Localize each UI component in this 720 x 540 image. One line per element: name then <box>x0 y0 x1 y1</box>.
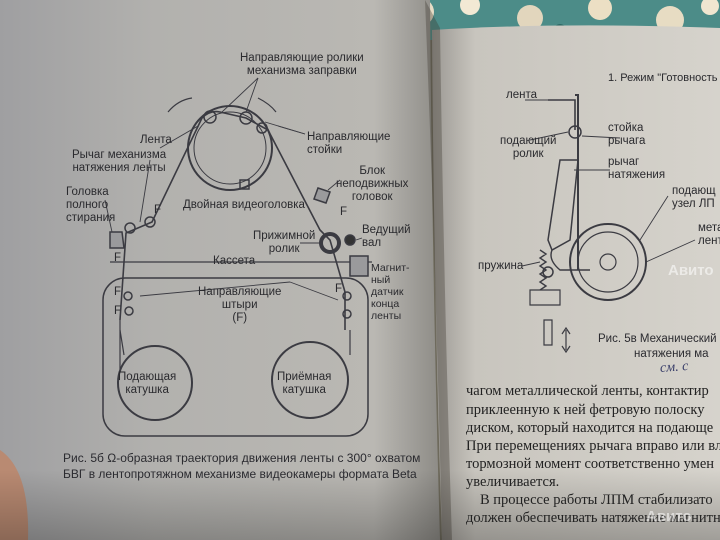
label-metal-tape: мета ленты <box>698 222 720 247</box>
label-supply-reel: Подающая катушка <box>118 371 177 396</box>
body-line: В процессе работы ЛПМ стабилизато <box>480 492 713 508</box>
label-capstan: Ведущий вал <box>362 224 411 249</box>
diagram-5v <box>521 94 696 354</box>
label-tape-left: Лента <box>140 134 172 146</box>
right-header: 1. Режим "Готовность к <box>608 72 720 84</box>
caption-5v-line1: Рис. 5в Механический <box>598 333 717 345</box>
body-line: диском, который находится на подающе <box>466 420 714 436</box>
caption-5v-line2: натяжения ма <box>634 348 709 360</box>
label-fixed-heads: Блок неподвижных головок <box>336 165 409 203</box>
cassette-outline <box>102 277 369 437</box>
label-f-1: F <box>154 204 162 216</box>
caption-5b-line2: БВГ в лентопротяжном механизме видеокаме… <box>63 467 417 481</box>
takeup-reel <box>271 341 349 419</box>
label-f-3: F <box>114 252 122 264</box>
body-line: тормозной момент соответственно умен <box>466 456 715 472</box>
label-tension-lever-right: рычаг натяжения <box>608 156 666 181</box>
pinch-roller <box>319 232 341 254</box>
supply-reel <box>117 345 193 421</box>
spring <box>538 249 548 291</box>
label-guide-pins: Направляющие штыри (F) <box>198 286 282 324</box>
left-page <box>0 0 440 540</box>
caption-5b-line1: Рис. 5б Ω-образная траектория движения л… <box>63 451 421 465</box>
label-supply-unit: подающ узел ЛП <box>672 185 716 210</box>
label-f-2: F <box>340 206 348 218</box>
label-takeup-reel: Приёмная катушка <box>277 371 332 396</box>
watermark: Авито <box>668 262 714 279</box>
label-guide-rollers: Направляющие ролики механизма заправки <box>240 52 364 77</box>
body-line: чагом металлической ленты, контактир <box>466 383 709 399</box>
label-f-5: F <box>114 305 122 317</box>
label-supply-roller: подающий ролик <box>500 135 557 160</box>
label-spring: пружина <box>478 260 524 272</box>
body-line: должен обеспечивать натяжение магнитн <box>466 510 720 526</box>
label-f-6: F <box>335 283 343 295</box>
label-erase-head: Головка полного стирания <box>66 186 116 224</box>
diagram-5b <box>102 77 372 437</box>
body-line: При перемещениях рычага вправо или вл <box>466 438 720 454</box>
label-cassette: Кассета <box>213 255 256 267</box>
body-line: приклеенную к ней фетровую полоску <box>466 402 705 418</box>
label-guide-posts: Направляющие стойки <box>307 131 391 156</box>
watermark-2: Авито <box>646 508 692 525</box>
label-sensor: Магнит- ный датчик конца ленты <box>371 262 410 322</box>
label-video-head: Двойная видеоголовка <box>183 199 305 211</box>
margin-note: см. с <box>659 359 689 376</box>
label-pinch-roller: Прижимной ролик <box>253 230 316 255</box>
label-tension-lever: Рычаг механизма натяжения ленты <box>72 149 167 174</box>
label-lever-post: стойка рычага <box>608 122 646 147</box>
body-line: увеличивается. <box>466 474 560 490</box>
label-f-4: F <box>114 286 122 298</box>
label-tape-right: лента <box>506 89 537 101</box>
